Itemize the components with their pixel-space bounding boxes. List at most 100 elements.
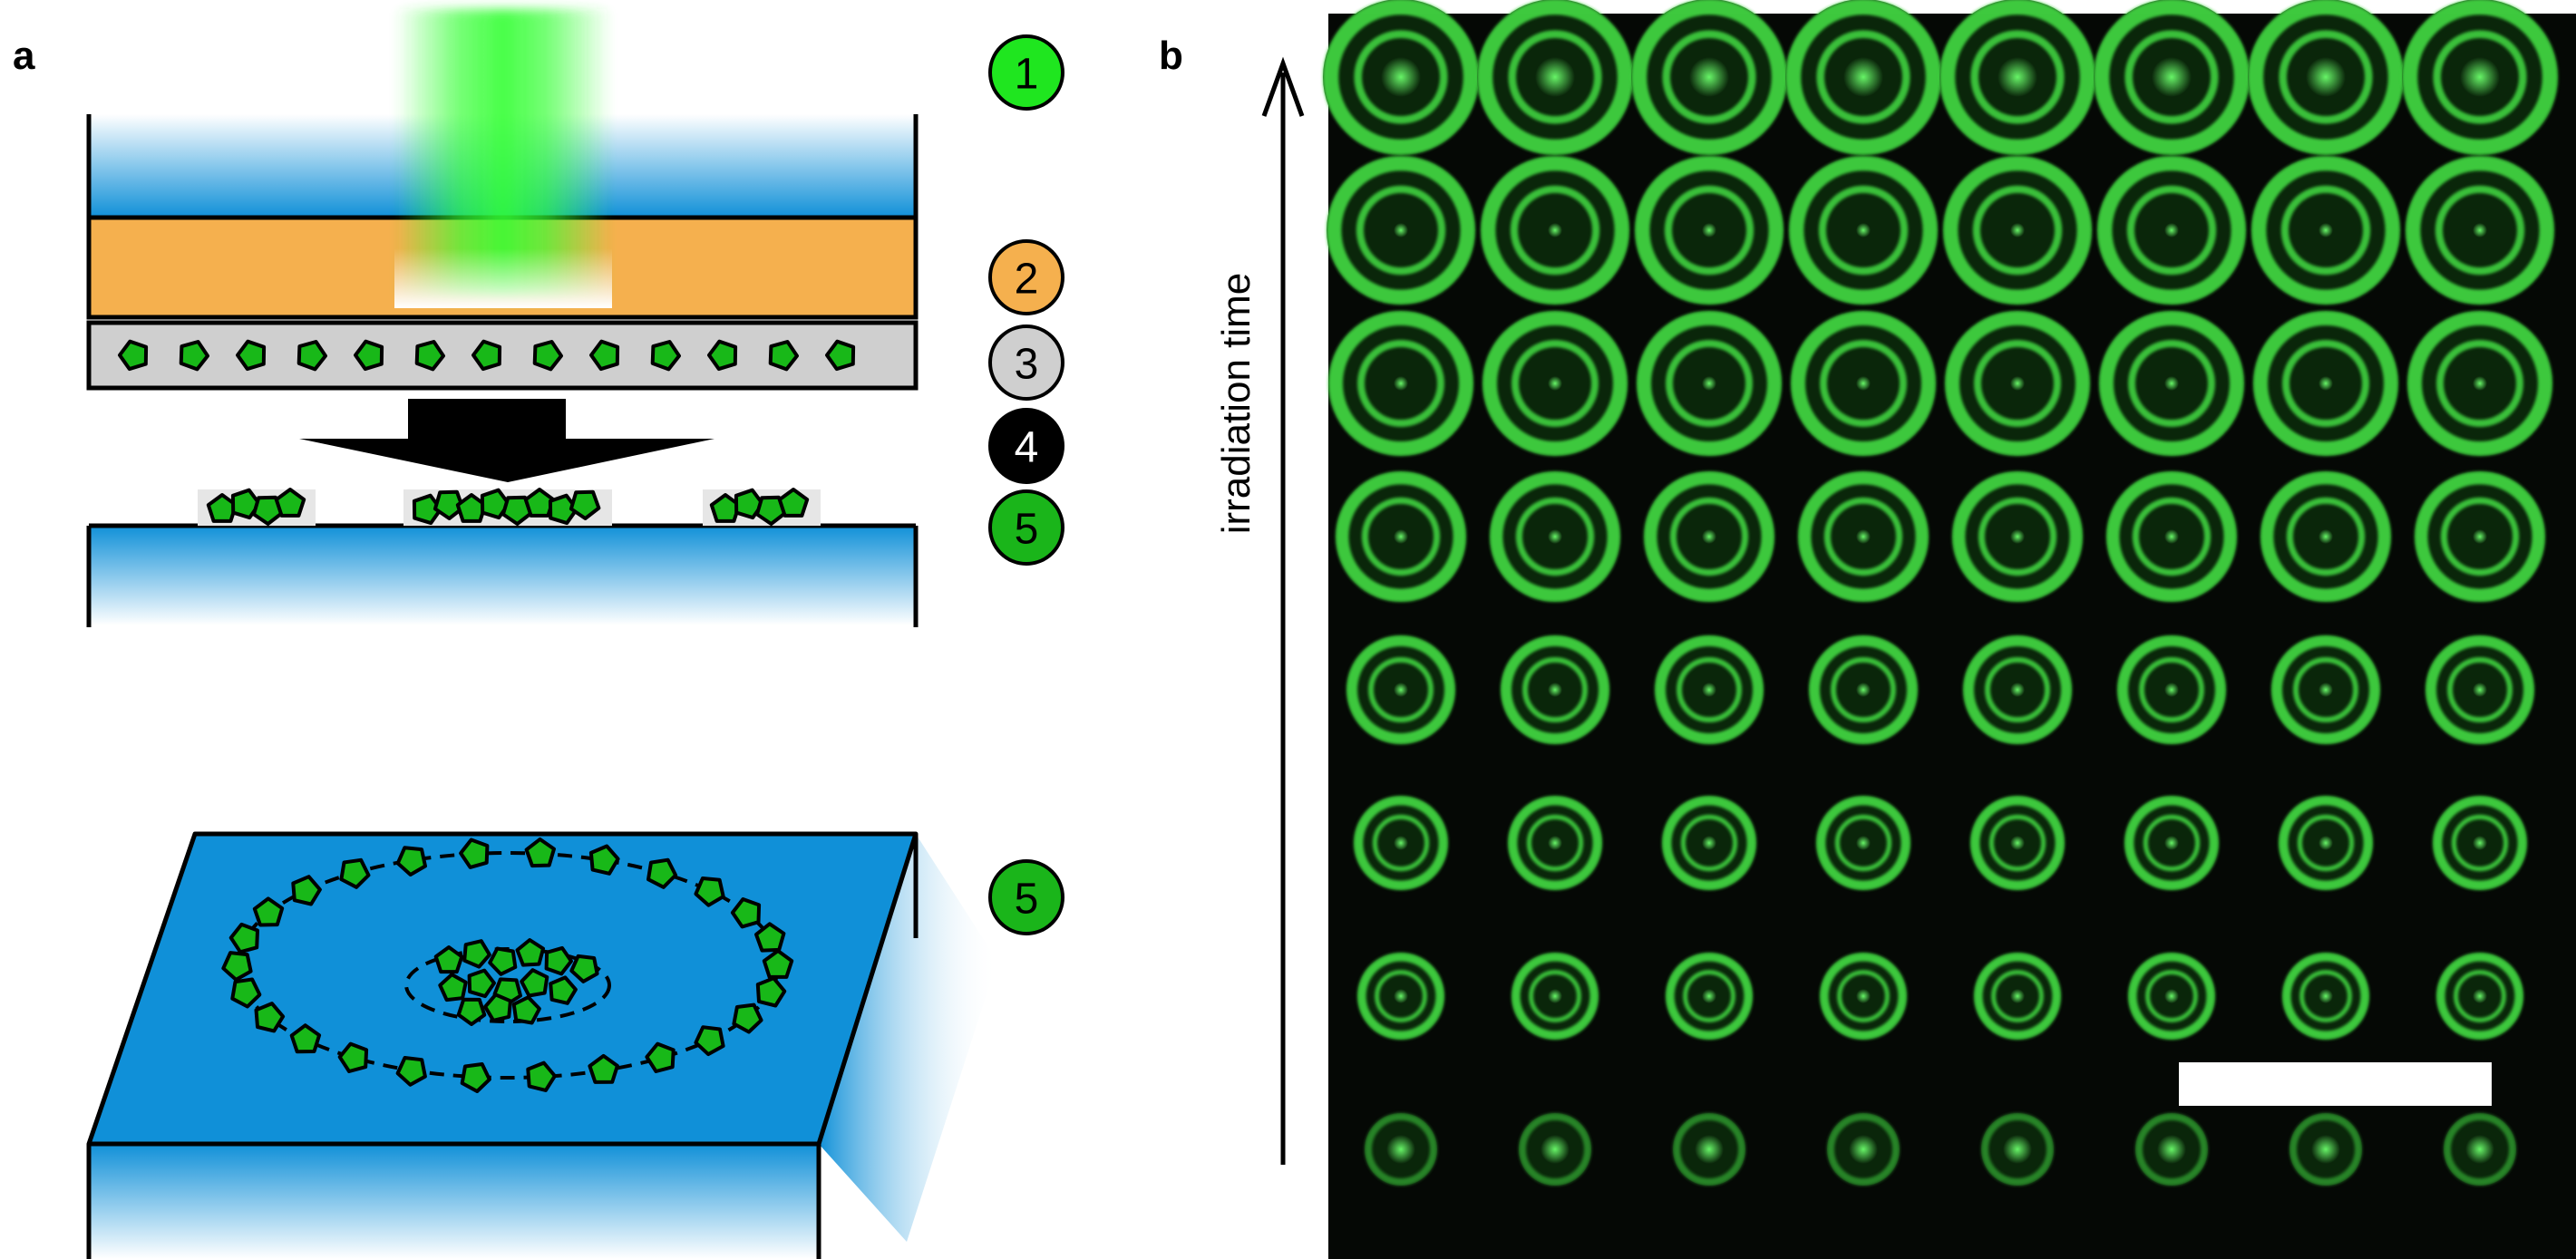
deposited-spot [1969,796,2065,891]
ring-pentagons [221,837,794,1093]
legend-label: 3 [1015,341,1039,389]
deposited-spot [2402,0,2558,155]
deposited-spot [1815,796,1910,891]
pentagon-particle [549,975,578,1005]
pentagon-particle [707,339,738,372]
pentagon-particle [544,945,573,976]
pentagon-particle [460,1062,491,1093]
deposited-spot [1512,953,1599,1041]
pentagon-particle [252,896,285,927]
deposited-spot [1655,635,1764,744]
pentagon-particle [459,838,490,869]
pentagon-particle [395,1056,427,1087]
pentagon-particle [291,875,322,906]
pentagon-particle [515,938,545,967]
pentagon-particle [646,857,678,889]
deposited-spot [2248,0,2404,155]
deposited-spot [2094,0,2250,155]
deposited-spot [2289,1113,2362,1186]
pentagon-particle [754,922,786,953]
pentagon-particle [467,968,496,999]
legend-circle [988,239,1064,315]
deposited-spot [1791,311,1936,456]
deposited-spot [1326,155,1475,305]
deposited-spot [1353,796,1448,891]
pentagon-particle [825,339,856,372]
pentagon-particle [354,339,384,372]
deposited-spot [1939,0,2095,155]
deposited-spot [1981,1113,2054,1186]
pentagon-particle [523,488,556,518]
pentagon-particle [179,340,209,372]
deposited-spot [1328,311,1473,456]
legend-circle [988,408,1064,484]
deposited-spot [2407,311,2552,456]
pentagon-particle [524,837,556,868]
deposited-spot [1335,471,1466,603]
deposited-spot [2282,953,2370,1041]
legend-circle [988,324,1064,401]
deposited-spot [1643,471,1774,603]
deposited-spot [2128,953,2216,1041]
deposited-spot [1489,471,1620,603]
legend-label: 1 [1015,51,1039,99]
deposited-spot [2105,471,2237,603]
deposited-spot [2432,796,2527,891]
pentagon-particle [511,995,541,1025]
pentagon-particle [588,1053,619,1084]
deposited-spot [1945,311,2090,456]
deposited-spot [1820,953,1908,1041]
deposited-spot [2096,155,2246,305]
deposited-spot [1323,0,1479,155]
pentagon-particle [768,340,799,372]
pentagon-particle [456,997,487,1026]
pentagon-particle [732,1002,763,1034]
pentagon-particle [520,968,549,998]
deposited-spot [1788,155,1938,305]
deposited-spot [2135,1113,2208,1186]
deposited-spot [1827,1113,1900,1186]
pentagon-particle [650,340,681,372]
deposited-spot [1942,155,2092,305]
deposited-spot [1963,635,2072,744]
panel-a-letter: a [13,34,35,78]
legend-item-5: 5 [988,489,1064,566]
pentagon-particle [588,844,620,876]
transfer-arrow [299,399,714,482]
pentagon-particle [221,951,253,982]
film-pentagons [118,339,856,372]
deposited-spot [1809,635,1918,744]
deposited-spot [1785,0,1941,155]
deposited-spot [1951,471,2083,603]
pentagon-particle [645,1041,676,1073]
legend-circle [988,34,1064,111]
legend-label: 4 [1015,424,1039,472]
pentagon-particle [395,846,427,876]
deposited-spot [2271,635,2380,744]
deposited-spot [1501,635,1609,744]
deposited-pentagons [206,488,810,526]
pentagon-particle [569,954,599,983]
deposited-spot [1365,1113,1437,1186]
legend-item-3: 3 [988,324,1064,401]
deposited-spot [1482,311,1628,456]
pentagon-particle [755,976,787,1008]
pentagon-particle [589,339,620,372]
pentagon-particle [526,1060,557,1092]
legend-circle [988,859,1064,935]
legend-item-2: 2 [988,239,1064,315]
deposited-spot [2099,311,2244,456]
deposited-spot [2260,471,2391,603]
pentagon-particle [230,977,262,1009]
pentagon-particle [462,939,491,969]
deposited-spot [1797,471,1929,603]
pentagon-particle [777,488,810,518]
substrate-3d [86,831,997,1259]
deposited-spot [2117,635,2226,744]
deposited-spot [1507,796,1602,891]
pentagon-particle [339,857,371,889]
pentagon-particle [296,340,327,372]
deposited-spot [1974,953,2062,1041]
legend-label: 5 [1015,506,1039,554]
